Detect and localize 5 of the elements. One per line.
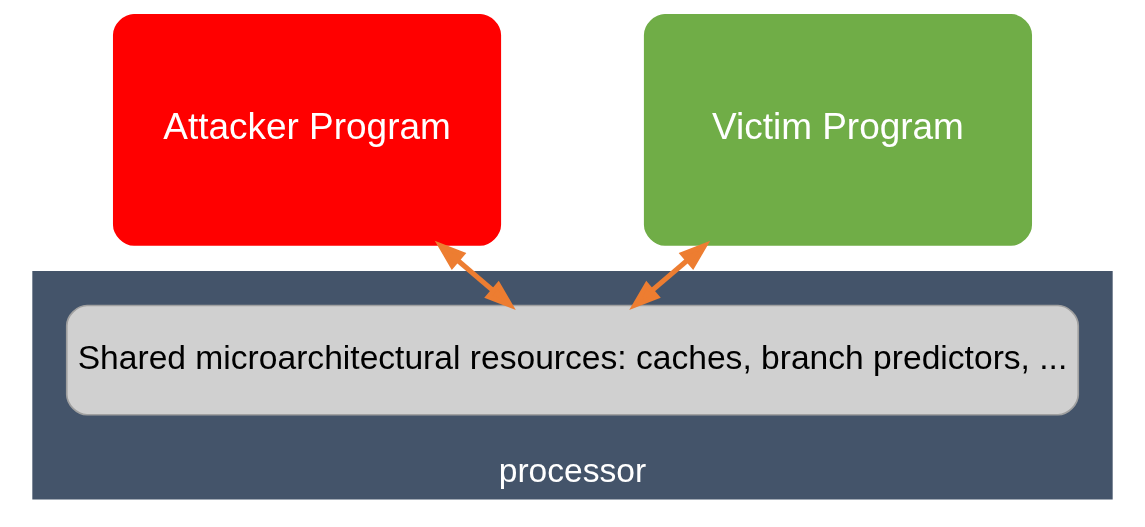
node-box: Attacker Program <box>112 14 502 246</box>
node-box: Victim Program <box>643 14 1033 246</box>
node-box: Shared microarchitectural resources: caches, branch predictors, ... <box>65 304 1080 416</box>
arrow <box>434 240 516 310</box>
arrow <box>629 240 711 310</box>
